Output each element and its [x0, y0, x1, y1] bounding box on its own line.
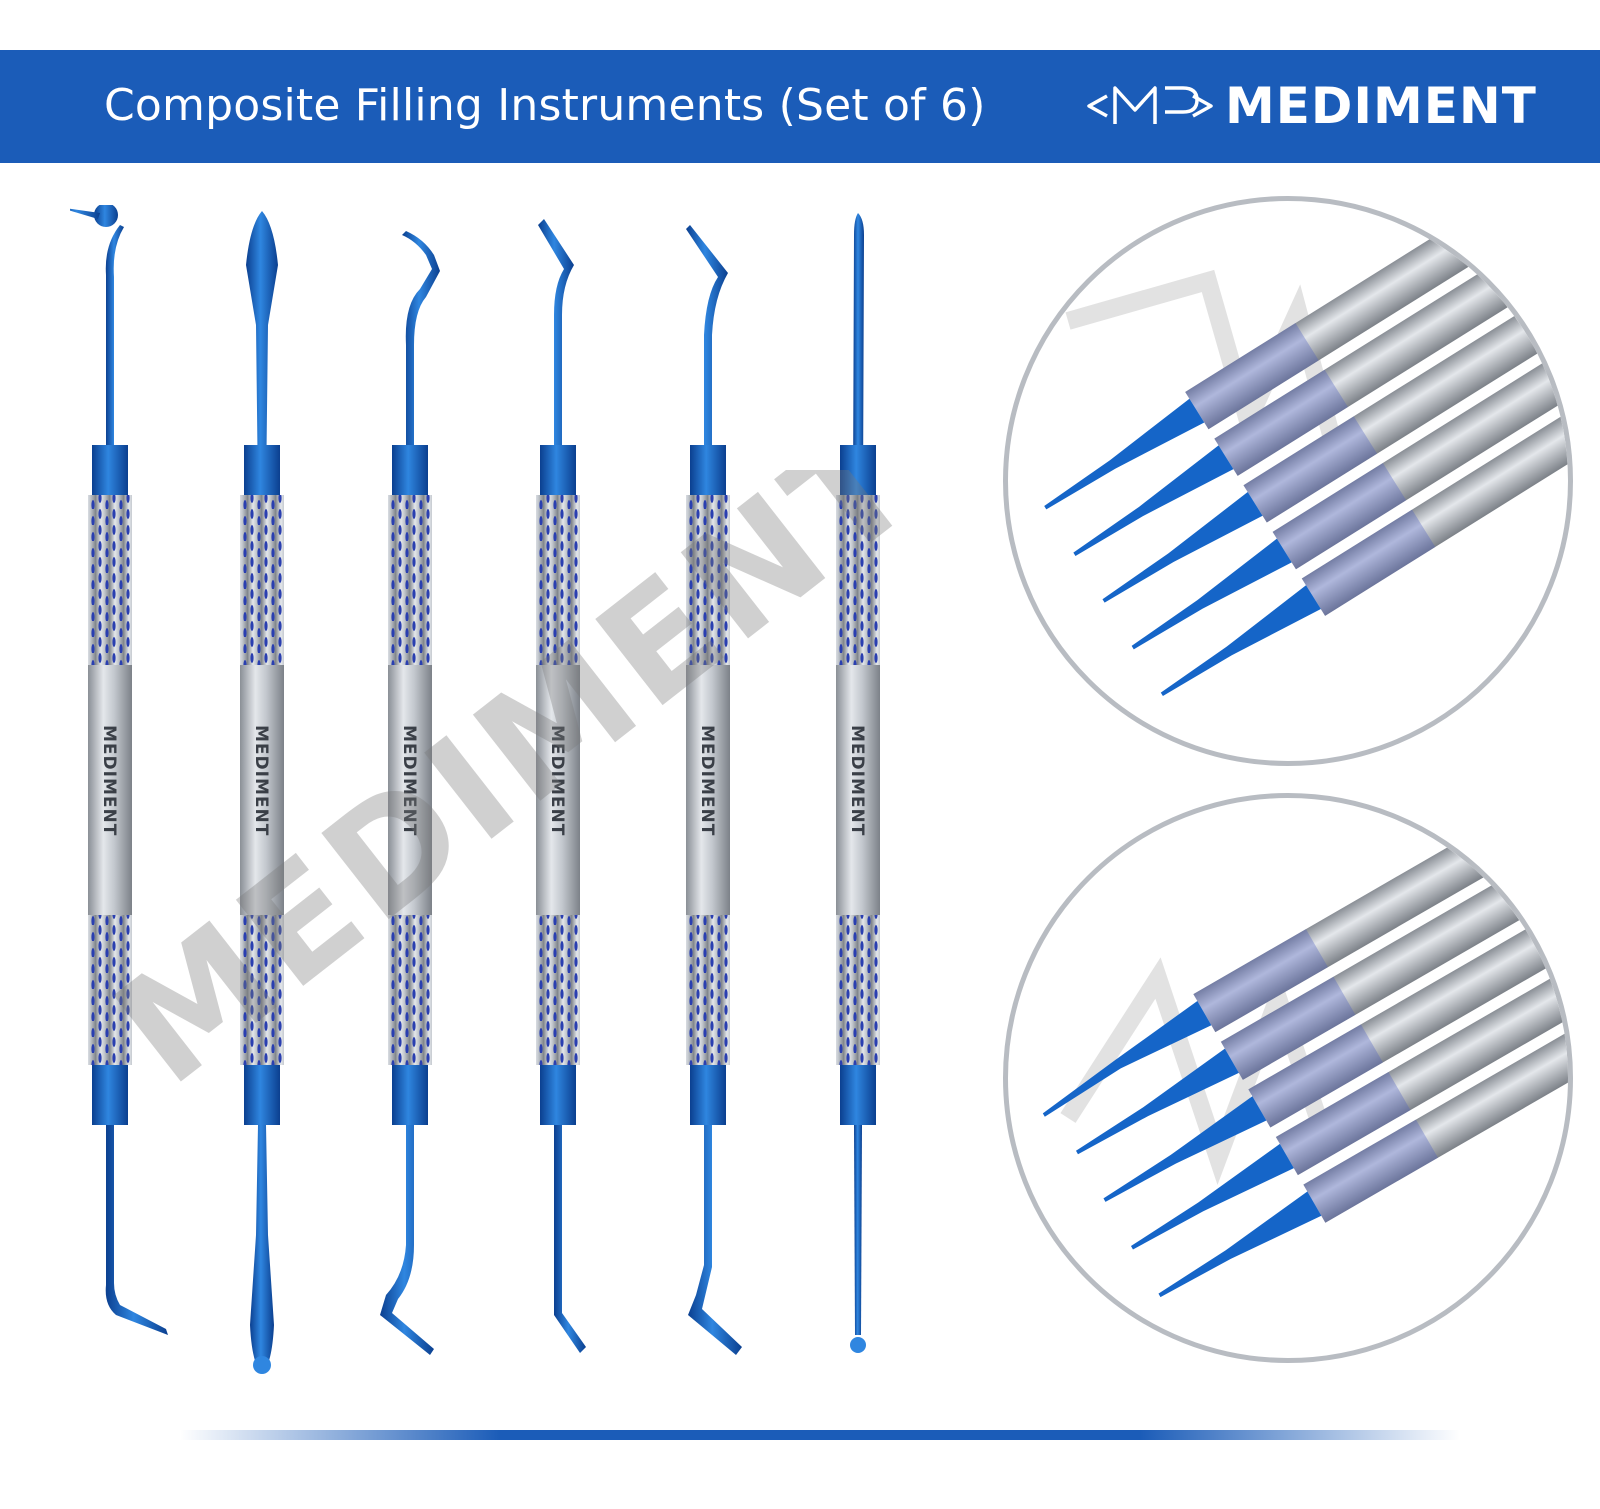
instrument-5: MEDIMENT	[686, 225, 742, 1355]
zoom-detail-bottom-image	[1042, 798, 1568, 1298]
zoom-detail-top-image	[1044, 201, 1568, 696]
instrument-2: MEDIMENT	[240, 211, 284, 1374]
header-banner: Composite Filling Instruments (Set of 6)…	[0, 50, 1600, 163]
instrument-4: MEDIMENT	[536, 219, 586, 1353]
instrument-set: MEDIMENT MEDIMENT MEDIMENT MEDIMENT	[70, 205, 880, 1374]
handle-label: MEDIMENT	[697, 725, 717, 836]
zoom-detail-bottom	[1003, 793, 1573, 1363]
zoom-detail-top	[1003, 196, 1573, 766]
handle-label: MEDIMENT	[99, 725, 119, 836]
brand-name: MEDIMENT	[1225, 77, 1537, 135]
handle-label: MEDIMENT	[251, 725, 271, 836]
handle-label: MEDIMENT	[847, 725, 867, 836]
mediment-m-logo-icon	[1087, 86, 1213, 124]
handle-label: MEDIMENT	[399, 725, 419, 836]
instrument-6: MEDIMENT	[836, 213, 880, 1353]
bottom-divider	[180, 1430, 1460, 1440]
instrument-1: MEDIMENT	[70, 205, 168, 1335]
handle-label: MEDIMENT	[547, 725, 567, 836]
page-title: Composite Filling Instruments (Set of 6)	[104, 80, 986, 131]
brand-logo: MEDIMENT	[1085, 74, 1536, 138]
instrument-3: MEDIMENT	[380, 231, 440, 1355]
